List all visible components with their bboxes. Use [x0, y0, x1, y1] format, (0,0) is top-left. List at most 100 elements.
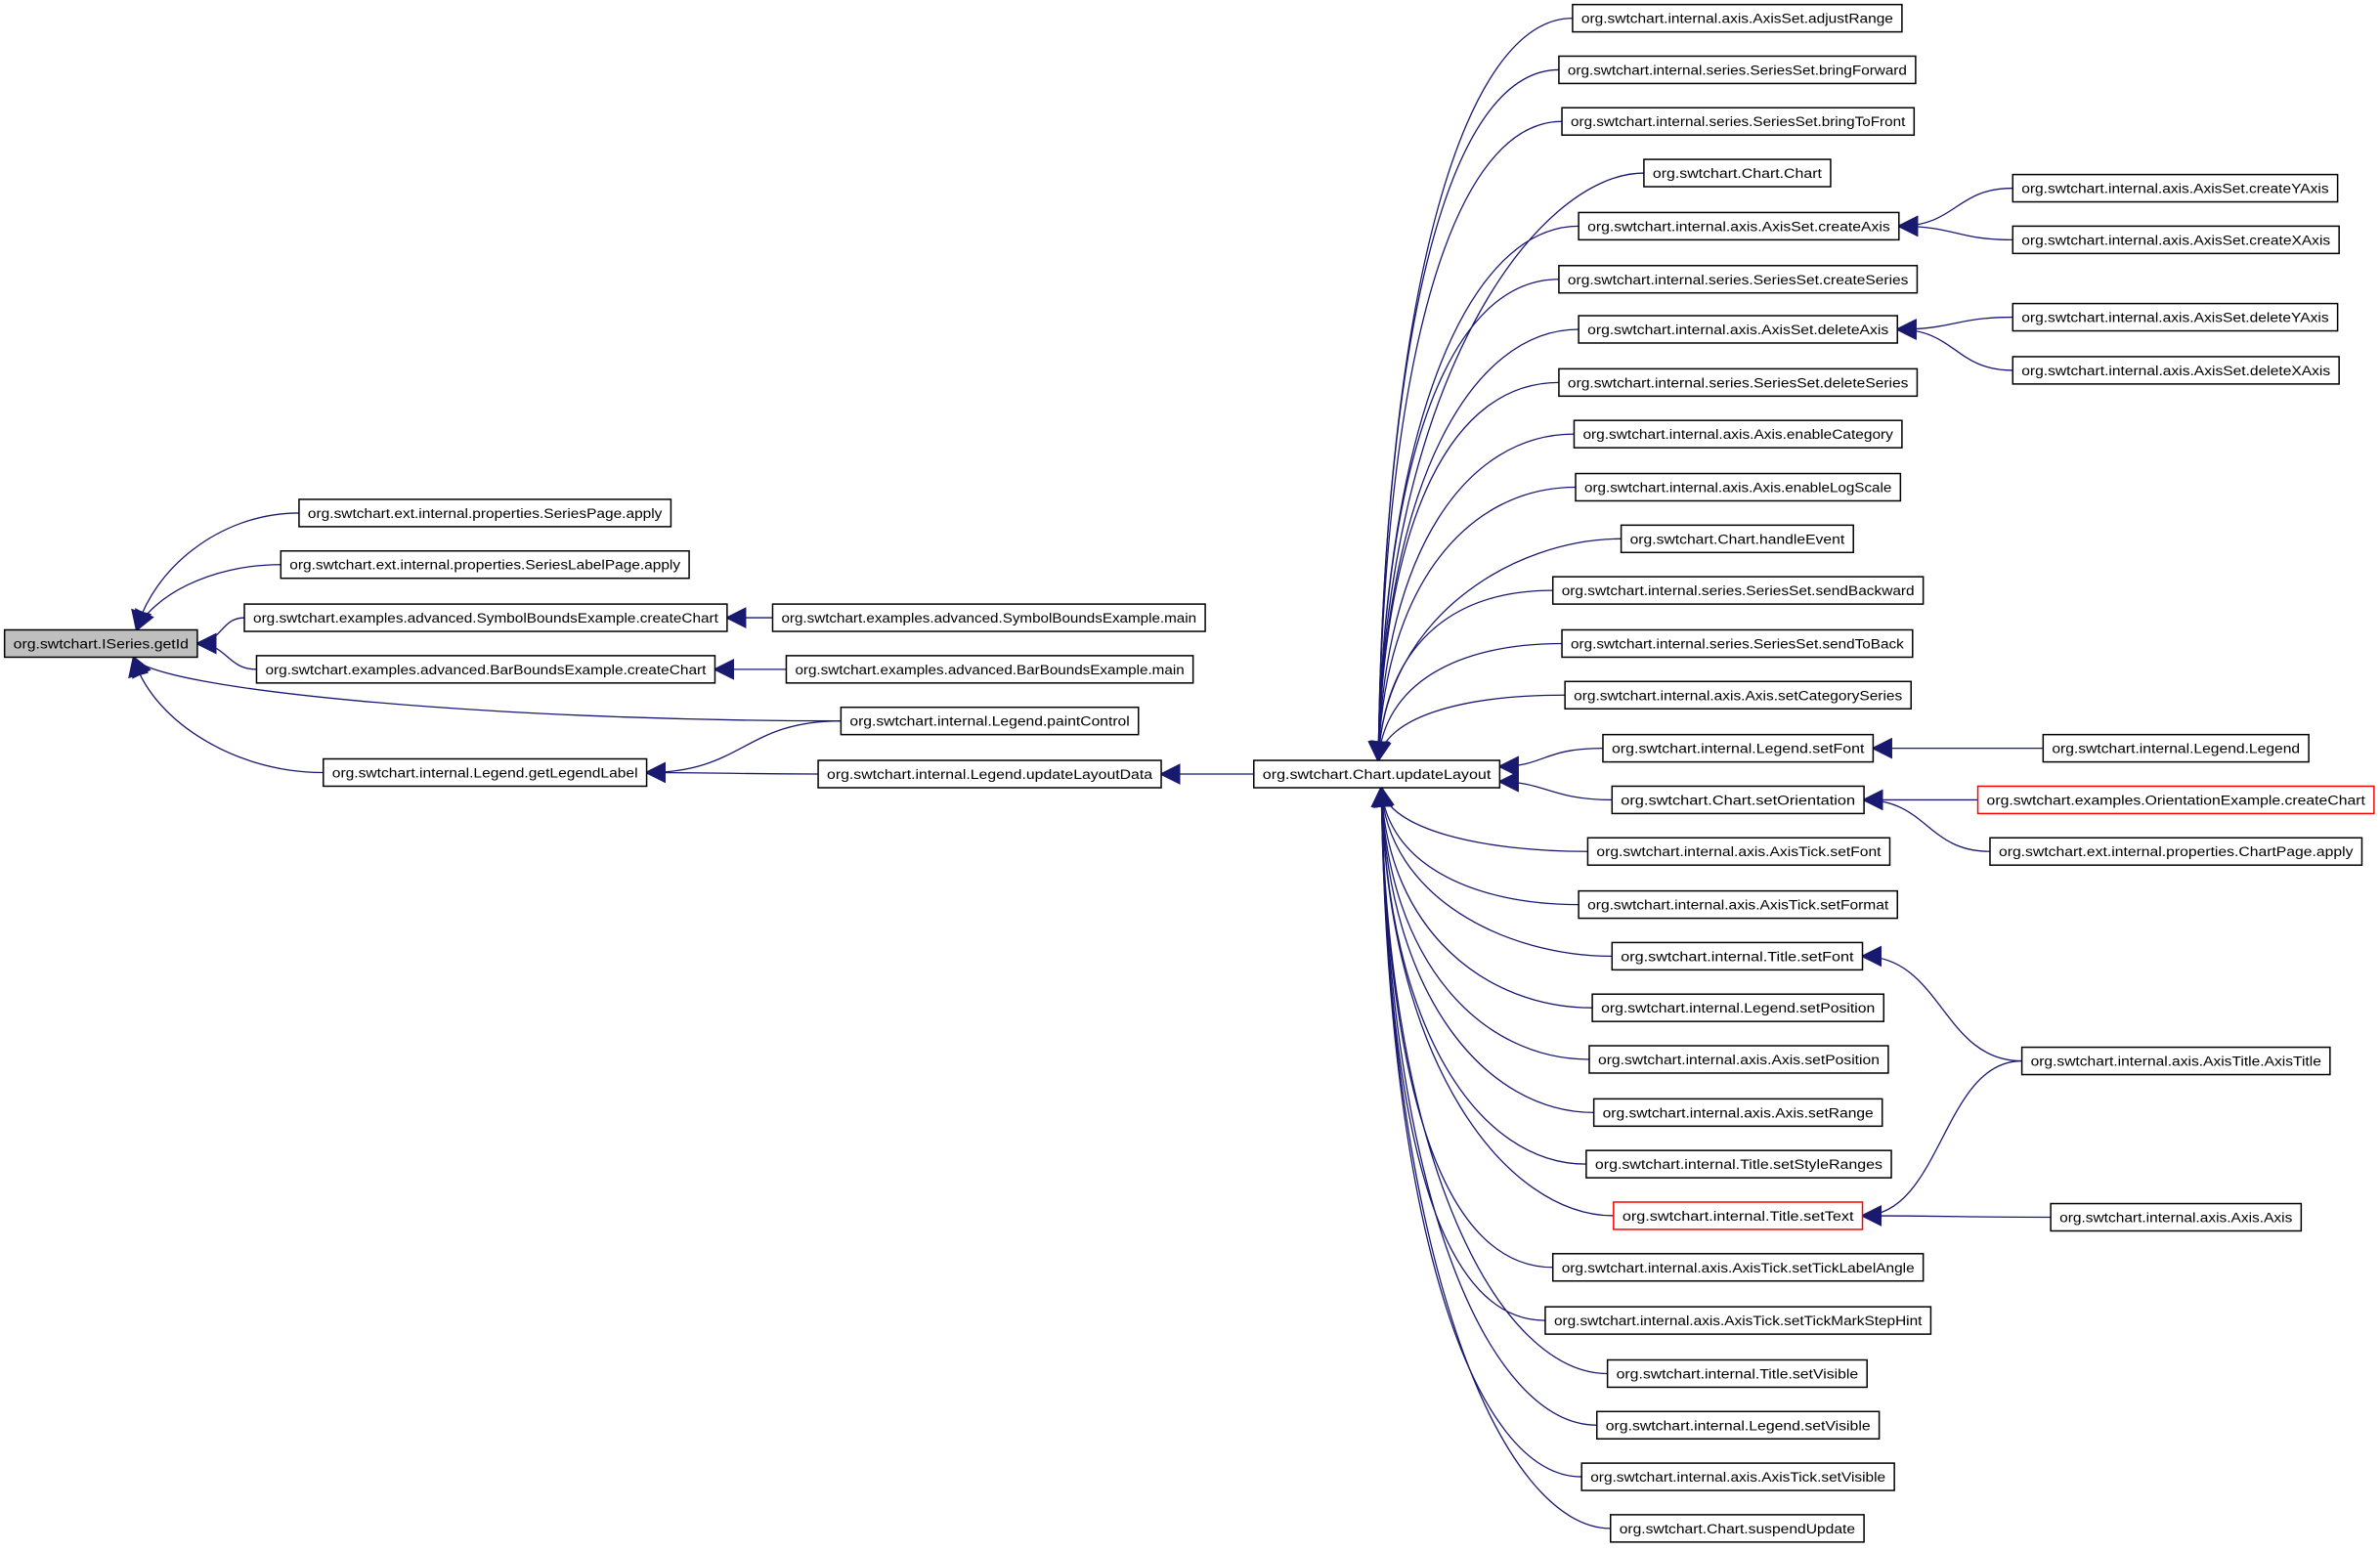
node-box — [1578, 889, 1898, 920]
edge-adjustRange-to-updateLayout — [1367, 17, 1573, 763]
edge-legendSetPosition-to-updateLayout — [1371, 785, 1593, 1009]
node-box — [1558, 55, 1917, 85]
node-box — [1572, 3, 1903, 33]
graph-node-adjustRange[interactable]: org.swtchart.internal.axis.AxisSet.adjus… — [1572, 3, 1903, 33]
node-label: org.swtchart.Chart.updateLayout — [1263, 767, 1492, 782]
node-box — [3, 628, 198, 659]
graph-node-setTickLabelAngle[interactable]: org.swtchart.internal.axis.AxisTick.setT… — [1551, 1253, 1925, 1282]
graph-node-updateLayoutData[interactable]: org.swtchart.internal.Legend.updateLayou… — [817, 759, 1162, 789]
graph-node-legendSetPosition[interactable]: org.swtchart.internal.Legend.setPosition — [1591, 993, 1885, 1022]
edge-deleteSeries-to-updateLayout — [1367, 381, 1559, 763]
graph-node-titleSetFont[interactable]: org.swtchart.internal.Title.setFont — [1611, 941, 1864, 971]
node-box — [2012, 302, 2339, 332]
node-label: org.swtchart.internal.axis.AxisTitle.Axi… — [2031, 1055, 2321, 1069]
graph-node-updateLayout[interactable]: org.swtchart.Chart.updateLayout — [1253, 759, 1501, 789]
edges-layer — [128, 17, 2052, 1529]
edge-paintControl-to-getLegendLabel — [644, 720, 842, 784]
node-box — [1606, 1358, 1868, 1389]
graph-node-getLegendLabel[interactable]: org.swtchart.internal.Legend.getLegendLa… — [323, 757, 648, 788]
node-label: org.swtchart.internal.series.SeriesSet.b… — [1568, 63, 1907, 77]
edge-legendSetFont-to-updateLayout — [1497, 747, 1603, 778]
graph-node-tickSetFormat[interactable]: org.swtchart.internal.axis.AxisTick.setF… — [1578, 889, 1898, 920]
node-box — [1591, 993, 1885, 1022]
graph-node-symbolCreateChart[interactable]: org.swtchart.examples.advanced.SymbolBou… — [243, 603, 728, 632]
node-box — [1611, 941, 1864, 971]
graph-node-chartPageApply[interactable]: org.swtchart.ext.internal.properties.Cha… — [1989, 837, 2363, 866]
graph-node-titleSetVisible[interactable]: org.swtchart.internal.Title.setVisible — [1606, 1358, 1868, 1389]
graph-node-chartChart[interactable]: org.swtchart.Chart.Chart — [1643, 158, 1832, 188]
node-label: org.swtchart.internal.axis.AxisSet.adjus… — [1581, 12, 1893, 26]
graph-node-sendToBack[interactable]: org.swtchart.internal.series.SeriesSet.s… — [1561, 628, 1914, 659]
graph-node-enableLogScale[interactable]: org.swtchart.internal.axis.Axis.enableLo… — [1575, 472, 1902, 502]
edge-setOrientation-to-updateLayout — [1497, 770, 1613, 801]
edge-enableLogScale-to-updateLayout — [1367, 486, 1577, 763]
node-label: org.swtchart.internal.axis.AxisSet.creat… — [2021, 182, 2329, 196]
node-label: org.swtchart.Chart.setOrientation — [1621, 793, 1855, 807]
graph-node-deleteSeries[interactable]: org.swtchart.internal.series.SeriesSet.d… — [1558, 367, 1919, 398]
graph-node-bringToFront[interactable]: org.swtchart.internal.series.SeriesSet.b… — [1561, 107, 1916, 136]
graph-node-createSeries[interactable]: org.swtchart.internal.series.SeriesSet.c… — [1558, 265, 1919, 294]
edge-deleteXAxis-to-deleteAxis — [1895, 319, 2013, 371]
graph-node-bringForward[interactable]: org.swtchart.internal.series.SeriesSet.b… — [1558, 55, 1917, 85]
graph-node-setOrientation[interactable]: org.swtchart.Chart.setOrientation — [1611, 785, 1865, 815]
graph-node-seriesPageApply[interactable]: org.swtchart.ext.internal.properties.Ser… — [298, 498, 672, 528]
graph-node-sendBackward[interactable]: org.swtchart.internal.series.SeriesSet.s… — [1551, 576, 1925, 605]
graph-node-axisTitle[interactable]: org.swtchart.internal.axis.AxisTitle.Axi… — [2020, 1046, 2331, 1076]
node-box — [1643, 158, 1832, 188]
graph-node-axisSetPosition[interactable]: org.swtchart.internal.axis.Axis.setPosit… — [1588, 1045, 1889, 1074]
graph-node-barMain[interactable]: org.swtchart.examples.advanced.BarBounds… — [785, 655, 1194, 684]
graph-node-barCreateChart[interactable]: org.swtchart.examples.advanced.BarBounds… — [255, 655, 716, 684]
graph-node-setCategorySeries[interactable]: org.swtchart.internal.axis.Axis.setCateg… — [1564, 680, 1912, 711]
graph-node-paintControl[interactable]: org.swtchart.internal.Legend.paintContro… — [840, 706, 1140, 736]
node-label: org.swtchart.internal.axis.Axis.setCateg… — [1574, 688, 1902, 703]
edge-axisTitle-to-titleSetFont — [1860, 945, 2022, 1062]
edge-paintControl-to-getId — [132, 655, 842, 722]
graph-node-createAxis[interactable]: org.swtchart.internal.axis.AxisSet.creat… — [1578, 211, 1900, 241]
graph-node-orientationCreateChart[interactable]: org.swtchart.examples.OrientationExample… — [1976, 785, 2375, 815]
node-box — [2050, 1202, 2303, 1232]
node-box — [785, 655, 1194, 684]
graph-node-suspendUpdate[interactable]: org.swtchart.Chart.suspendUpdate — [1609, 1514, 1865, 1543]
node-box — [243, 603, 728, 632]
node-box — [1564, 680, 1912, 711]
edge-axisSetRange-to-updateLayout — [1370, 785, 1594, 1113]
graph-node-legendSetFont[interactable]: org.swtchart.internal.Legend.setFont — [1602, 733, 1875, 763]
graph-node-enableCategory[interactable]: org.swtchart.internal.axis.Axis.enableCa… — [1573, 419, 1903, 449]
node-label: org.swtchart.internal.Legend.updateLayou… — [827, 767, 1153, 782]
graph-node-tickSetVisible[interactable]: org.swtchart.internal.axis.AxisTick.setV… — [1580, 1462, 1895, 1491]
node-box — [1585, 1149, 1892, 1179]
graph-node-titleSetStyleRanges[interactable]: org.swtchart.internal.Title.setStyleRang… — [1585, 1149, 1892, 1179]
edge-chartChart-to-updateLayout — [1367, 172, 1644, 763]
node-box — [1976, 785, 2375, 815]
graph-node-axisSetRange[interactable]: org.swtchart.internal.axis.Axis.setRange — [1592, 1098, 1883, 1128]
node-label: org.swtchart.internal.axis.AxisTick.setT… — [1562, 1261, 1915, 1275]
node-box — [1580, 1462, 1895, 1491]
node-label: org.swtchart.internal.axis.Axis.enableLo… — [1584, 481, 1891, 495]
node-box — [1544, 1306, 1932, 1335]
graph-node-axisAxis[interactable]: org.swtchart.internal.axis.Axis.Axis — [2050, 1202, 2303, 1232]
node-label: org.swtchart.internal.axis.AxisSet.creat… — [2021, 233, 2330, 247]
graph-node-createXAxis[interactable]: org.swtchart.internal.axis.AxisSet.creat… — [2012, 225, 2340, 255]
graph-node-legendLegend[interactable]: org.swtchart.internal.Legend.Legend — [2042, 733, 2310, 763]
graph-node-getId[interactable]: org.swtchart.ISeries.getId — [3, 628, 198, 659]
node-box — [2042, 733, 2310, 763]
graph-node-setTickMarkStepHint[interactable]: org.swtchart.internal.axis.AxisTick.setT… — [1544, 1306, 1932, 1335]
graph-node-legendSetVisible[interactable]: org.swtchart.internal.Legend.setVisible — [1596, 1410, 1881, 1440]
graph-node-tickSetFont[interactable]: org.swtchart.internal.axis.AxisTick.setF… — [1586, 837, 1891, 866]
graph-node-deleteYAxis[interactable]: org.swtchart.internal.axis.AxisSet.delet… — [2012, 302, 2339, 332]
graph-node-createYAxis[interactable]: org.swtchart.internal.axis.AxisSet.creat… — [2012, 173, 2339, 203]
node-box — [2012, 225, 2340, 255]
graph-node-deleteAxis[interactable]: org.swtchart.internal.axis.AxisSet.delet… — [1578, 315, 1898, 344]
graph-node-handleEvent[interactable]: org.swtchart.Chart.handleEvent — [1620, 524, 1854, 554]
node-label: org.swtchart.ISeries.getId — [14, 636, 189, 651]
node-box — [298, 498, 672, 528]
node-label: org.swtchart.internal.series.SeriesSet.d… — [1568, 375, 1909, 390]
graph-node-symbolMain[interactable]: org.swtchart.examples.advanced.SymbolBou… — [771, 603, 1206, 632]
graph-node-titleSetText[interactable]: org.swtchart.internal.Title.setText — [1613, 1201, 1864, 1230]
node-box — [1551, 1253, 1925, 1282]
graph-node-seriesLabelPageApply[interactable]: org.swtchart.ext.internal.properties.Ser… — [280, 549, 690, 580]
node-label: org.swtchart.internal.axis.AxisTick.setF… — [1587, 898, 1888, 913]
edge-updateLayoutData-to-getLegendLabel — [644, 761, 819, 784]
graph-node-deleteXAxis[interactable]: org.swtchart.internal.axis.AxisSet.delet… — [2012, 356, 2340, 385]
